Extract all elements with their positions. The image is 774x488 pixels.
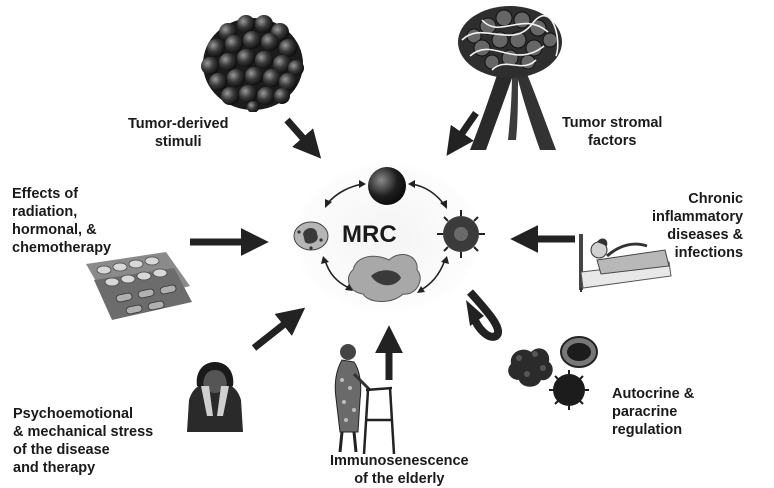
medication-pills-image: [86, 252, 192, 320]
mrc-center-label: MRC: [342, 221, 397, 248]
label-tumor-derived: Tumor-derived stimuli: [128, 116, 229, 150]
label-tumor-stromal: Tumor stromal factors: [562, 115, 663, 149]
tumor-stroma-image: [458, 6, 562, 150]
tumor-cell-cluster-image: [201, 15, 304, 112]
arrow-tumor-derived: [284, 117, 322, 159]
patient-in-bed-image: [577, 226, 673, 292]
monocyte-cell-icon: [368, 167, 406, 205]
label-immunosenescence: Immunosenescence of the elderly: [330, 453, 469, 487]
label-psychoemotional: Psychoemotional & mechanical stress of t…: [13, 406, 154, 476]
label-autocrine: Autocrine & paracrine regulation: [612, 386, 695, 438]
granulocyte-cell-icon: [293, 221, 329, 251]
macrophage-cell-icon: [347, 254, 421, 302]
label-therapy-effects: Effects of radiation, hormonal, & chemot…: [12, 186, 112, 256]
autocrine-cells-image: [508, 336, 598, 410]
mrc-cell-ring: [293, 164, 485, 312]
stressed-person-image: [183, 356, 247, 432]
arrow-psychoemotional: [251, 307, 306, 351]
label-chronic-inflammatory: Chronic inflammatory diseases & infectio…: [652, 191, 744, 261]
dendritic-cell-icon: [437, 210, 485, 258]
elderly-person-walker-image: [334, 344, 396, 455]
